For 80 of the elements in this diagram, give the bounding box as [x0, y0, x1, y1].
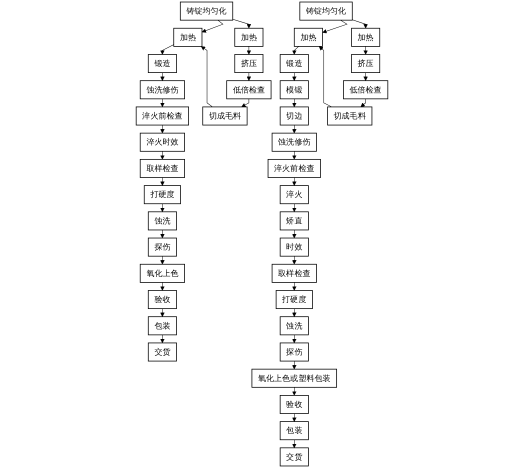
- node-box: 交货: [148, 342, 177, 362]
- arrow: [160, 177, 165, 186]
- arrow: [160, 151, 165, 160]
- arrow: [352, 20, 368, 28]
- node-box: 淬火前检查: [136, 106, 189, 126]
- node-box: 模锻: [280, 80, 309, 100]
- node-box: 切成毛料: [202, 106, 248, 126]
- arrow: [292, 203, 296, 212]
- node-box: 淬火时效: [140, 132, 185, 152]
- arrow: [246, 72, 252, 81]
- node-box: 加热: [351, 28, 380, 47]
- arrow: [232, 18, 252, 28]
- node-box: 验收: [148, 290, 177, 310]
- node-box: 探伤: [148, 238, 177, 257]
- arrow: [363, 46, 368, 55]
- arrow: [160, 256, 165, 264]
- node-box: 蚀洗: [280, 316, 309, 336]
- arrow: [160, 124, 165, 134]
- arrow: [292, 282, 296, 291]
- node-box: 交货: [280, 447, 309, 466]
- arrow: [292, 151, 296, 160]
- node-box: 挤压: [234, 54, 264, 73]
- node-box: 打硬度: [144, 185, 181, 204]
- arrow: [292, 72, 296, 81]
- node-box: 低倍检查: [343, 80, 388, 100]
- node-box: 蚀洗修伤: [272, 132, 317, 152]
- node-box: 铸锭均匀化: [299, 2, 353, 21]
- node-box: 打硬度: [276, 290, 313, 310]
- node-box: 取样检查: [272, 264, 317, 283]
- node-box: 包装: [148, 316, 177, 336]
- node-box: 切成毛料: [327, 106, 372, 126]
- arrow: [318, 46, 332, 108]
- node-box: 挤压: [351, 54, 380, 73]
- arrow: [160, 282, 165, 291]
- arrow: [292, 334, 296, 344]
- arrow: [292, 360, 296, 370]
- node-box: 验收: [280, 395, 309, 414]
- node-box: 矫直: [280, 211, 309, 230]
- node-box: 铸锭均匀化: [180, 2, 234, 21]
- node-box: 氧化上色: [140, 264, 185, 283]
- node-box: 探伤: [280, 342, 309, 362]
- arrow: [292, 177, 296, 186]
- arrow: [160, 72, 165, 81]
- arrow: [200, 46, 213, 108]
- arrow: [160, 98, 165, 108]
- arrow: [360, 98, 366, 108]
- node-box: 蚀洗修伤: [140, 80, 185, 100]
- node-box: 包装: [280, 421, 309, 440]
- arrow: [202, 20, 224, 33]
- node-box: 蚀洗: [148, 211, 177, 230]
- node-box: 淬火前检查: [268, 158, 321, 178]
- arrow: [241, 98, 250, 108]
- node-box: 锻造: [280, 54, 309, 73]
- arrow: [160, 203, 165, 212]
- node-box: 切边: [280, 106, 309, 126]
- arrow: [292, 440, 296, 448]
- arrow: [292, 46, 299, 55]
- node-box: 淬火: [280, 185, 309, 204]
- node-box: 取样检查: [140, 158, 185, 178]
- node-box: 锻造: [148, 54, 177, 73]
- arrow: [292, 124, 296, 134]
- arrow: [292, 98, 296, 108]
- arrow: [292, 413, 296, 422]
- arrow: [160, 334, 165, 344]
- arrow: [292, 230, 296, 238]
- arrow: [292, 256, 296, 264]
- arrow: [160, 308, 165, 317]
- node-box: 加热: [173, 28, 202, 47]
- node-box: 加热: [294, 28, 323, 47]
- arrow: [322, 20, 348, 34]
- arrow: [363, 72, 368, 81]
- node-box: 时效: [280, 238, 309, 257]
- arrow: [160, 44, 174, 55]
- arrow: [246, 46, 252, 55]
- arrow: [292, 308, 296, 317]
- node-box: 加热: [234, 28, 264, 47]
- arrow: [292, 387, 296, 396]
- node-box: 氧化上色或塑料包装: [252, 368, 338, 388]
- node-box: 低倍检查: [226, 80, 272, 100]
- arrow: [160, 230, 165, 238]
